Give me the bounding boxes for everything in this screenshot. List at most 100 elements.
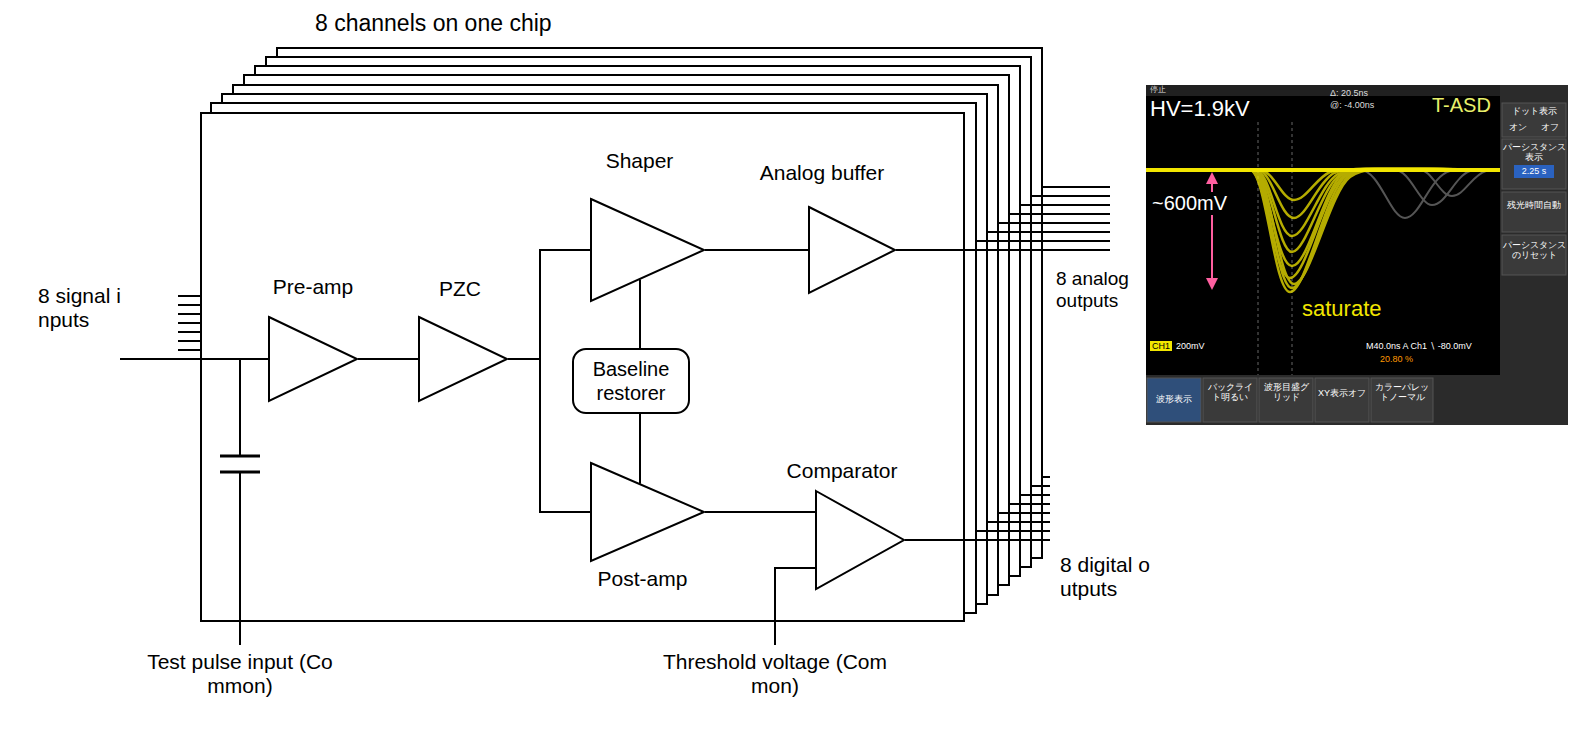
triangle-outline (590, 462, 705, 562)
signal-trace (1146, 169, 1500, 252)
amplifier-symbol (269, 317, 357, 401)
menu-text: カラーパレットノーマル (1372, 382, 1432, 403)
menu-text: パーシスタンス表示 (1502, 142, 1566, 163)
cursor-line (1292, 122, 1293, 375)
signal-traces (1146, 168, 1500, 292)
chip-frame: 8 channels on one chipPre-ampPZCShaperAn… (200, 112, 965, 622)
triangle-outline (418, 316, 508, 402)
scope-annotation: HV=1.9kV (1150, 96, 1250, 121)
amplifier-triangle: Comparator (815, 490, 905, 590)
amplifier-triangle: PZC (418, 316, 508, 402)
menu-button (1315, 378, 1369, 422)
amplifier-triangle: Shaper (590, 198, 705, 302)
amplifier-symbol (816, 491, 904, 589)
cursor-line (1258, 122, 1259, 375)
digital-output-wire (976, 530, 1050, 532)
menu-text: 残光時間自動 (1502, 200, 1566, 210)
capacitor-plate (220, 455, 260, 458)
digital-output-wire (987, 521, 1050, 523)
menu-button (1502, 192, 1566, 232)
menu-button (1502, 139, 1566, 189)
analog-output-wire (998, 222, 1110, 224)
signal-label: 8 signal inputs (38, 284, 130, 332)
chip-title: 8 channels on one chip (315, 10, 552, 38)
ghost-traces (1360, 170, 1500, 218)
menu-text: 波形目盛グリッド (1260, 382, 1312, 403)
input-wire (178, 313, 200, 315)
signal-wire (508, 359, 590, 512)
triangle-outline (815, 490, 905, 590)
signal-trace (1146, 169, 1500, 266)
digital-output-wire (1020, 494, 1050, 496)
restorer-box: Baseline restorer (572, 348, 690, 414)
amplifier-symbol (591, 199, 704, 301)
menu-button (1371, 378, 1433, 422)
analog-output-wire (1042, 186, 1110, 188)
menu-button (1203, 378, 1257, 422)
analog-output-wire (1009, 213, 1110, 215)
input-wire (178, 349, 200, 351)
block-label: Baseline restorer (580, 357, 682, 405)
menu-text: ドット表示 (1502, 106, 1566, 116)
input-wire (178, 322, 200, 324)
signal-label: 8 digital outputs (1060, 553, 1160, 601)
menu-text: バックライト明るい (1204, 382, 1256, 403)
menu-text: パーシスタンスのリセット (1502, 240, 1566, 261)
triangle-outline (268, 316, 358, 402)
connectors (358, 250, 815, 512)
scope-readout: M40.0ns A Ch1 ∖ -80.0mV (1366, 341, 1472, 351)
triangle-outline (590, 198, 705, 302)
menu-button (1502, 235, 1566, 275)
menu-text: 波形表示 (1148, 394, 1200, 404)
threshold-wire (775, 568, 815, 645)
amplifier-triangle: Pre-amp (268, 316, 358, 402)
menu-button (1147, 378, 1201, 422)
front-frame-fill (200, 112, 965, 622)
signal-trace (1146, 168, 1500, 218)
amplifier-symbol (591, 463, 704, 561)
digital-output-wire (1042, 476, 1050, 478)
amplifier-symbol (809, 207, 895, 293)
arrow-head (1206, 172, 1218, 184)
signal-wire (639, 414, 641, 484)
digital-output-wire (1009, 503, 1050, 505)
signal-trace (1146, 169, 1500, 200)
block-label: Post-amp (598, 566, 688, 591)
ghost-trace (1395, 170, 1500, 205)
input-wire (178, 340, 200, 342)
channel-stack (200, 48, 1042, 622)
signal-label: 8 analog outputs (1056, 268, 1142, 312)
triangle-outline (808, 206, 896, 294)
scope-status-bar (1146, 85, 1500, 96)
ghost-trace (1360, 170, 1500, 218)
scope-side-menu (1500, 85, 1568, 425)
signal-trace (1146, 168, 1500, 288)
block-label: Pre-amp (273, 274, 354, 299)
scope-bottom-menu (1146, 375, 1500, 425)
analog-output-wire (896, 249, 1110, 251)
digital-output-wire (998, 512, 1050, 514)
signal-wire (639, 279, 641, 348)
input-label: Threshold voltage (Common) (660, 650, 890, 698)
input-wire (120, 358, 268, 360)
cursor-readout: @: -4.00ns (1330, 100, 1374, 110)
digital-output-wire (1031, 485, 1050, 487)
menu-button (1502, 103, 1566, 137)
block-label: Analog buffer (760, 160, 885, 185)
scope-readout: 20.80 % (1380, 354, 1413, 364)
channel-badge: CH1 (1150, 341, 1172, 351)
scope-annotation: saturate (1300, 296, 1384, 321)
input-label: Test pulse input (Common) (140, 650, 340, 698)
signal-wire (705, 511, 815, 513)
analog-output-wire (1031, 195, 1110, 197)
cursor-readout: Δ: 20.5ns (1330, 88, 1368, 98)
block-label: Comparator (787, 458, 898, 483)
block-label: PZC (439, 276, 481, 301)
ghost-trace (1420, 170, 1500, 196)
value-badge (1514, 165, 1554, 178)
scope-body (1146, 85, 1568, 425)
signal-wire (508, 250, 590, 359)
analog-output-wire (1020, 204, 1110, 206)
